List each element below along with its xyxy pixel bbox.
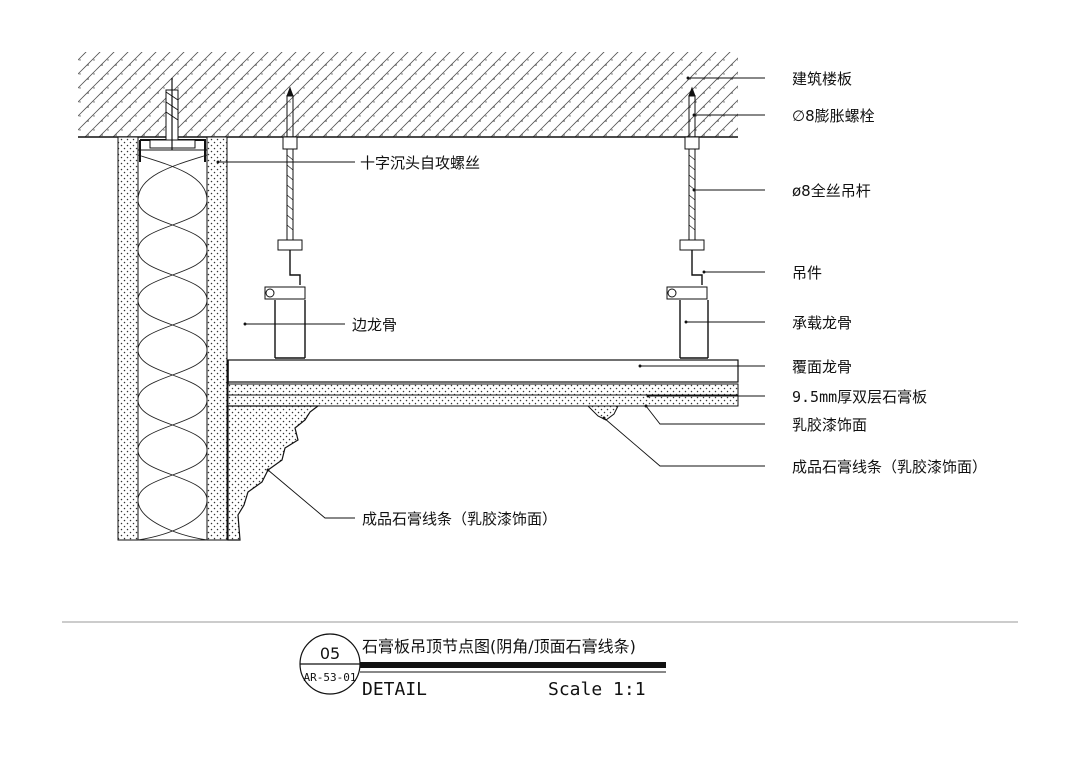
label-moulding-corner: 成品石膏线条（乳胶漆饰面） (362, 510, 557, 528)
label-floor-slab: 建筑楼板 (792, 70, 852, 88)
label-hanger: 吊件 (792, 264, 822, 282)
ceiling-moulding-small (586, 405, 619, 421)
scale-label: Scale 1:1 (548, 679, 646, 700)
label-latex-finish: 乳胶漆饰面 (792, 416, 867, 434)
insulation-wool (137, 154, 208, 541)
hanger-rod-right (666, 86, 709, 359)
label-cover-keel: 覆面龙骨 (792, 358, 852, 376)
ceiling-assembly (227, 359, 739, 407)
label-tapping-screw: 十字沉头自攻螺丝 (360, 154, 480, 172)
cornice-moulding (227, 405, 320, 541)
label-edge-keel: 边龙骨 (352, 316, 397, 334)
label-gypsum-board: 9.5mm厚双层石膏板 (792, 388, 927, 406)
label-main-keel: 承载龙骨 (792, 314, 852, 332)
wall-anchor-bolt (165, 78, 179, 150)
detail-label: DETAIL (362, 679, 427, 700)
detail-number: 05 (320, 644, 340, 663)
label-threaded-rod: ø8全丝吊杆 (792, 182, 871, 200)
title-block: 05 AR-53-01 石膏板吊顶节点图(阴角/顶面石膏线条) DETAIL S… (62, 621, 1018, 700)
floor-slab (78, 52, 738, 138)
partition-wall (117, 136, 228, 541)
detail-title: 石膏板吊顶节点图(阴角/顶面石膏线条) (362, 637, 636, 656)
leader-lines (216, 76, 765, 519)
sheet-ref: AR-53-01 (304, 671, 357, 684)
label-expansion-bolt: ∅8膨胀螺栓 (792, 107, 875, 125)
hanger-rod-left (264, 86, 306, 359)
title-underline (360, 662, 666, 668)
label-moulding-ceiling: 成品石膏线条（乳胶漆饰面） (792, 458, 987, 476)
